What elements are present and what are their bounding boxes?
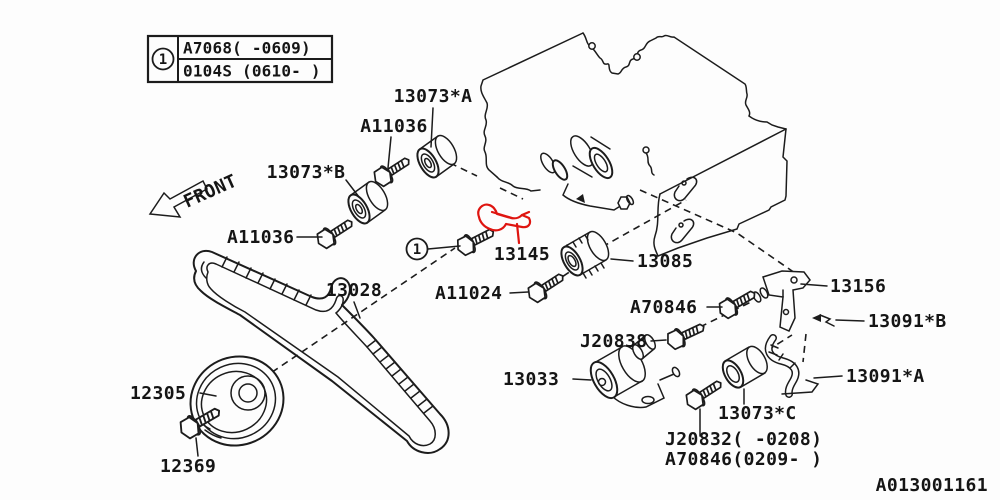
table-marker-circle <box>151 47 175 71</box>
bolt-a11036-left <box>312 213 358 253</box>
part-label-13091a: 13091*A <box>846 366 925 387</box>
crank-pulley-12305 <box>189 355 285 447</box>
stay-rod-13091a <box>764 334 820 398</box>
part-label-a11036-top: A11036 <box>360 116 427 137</box>
bracket-13156 <box>752 270 811 332</box>
highlighted-part-13145 <box>477 203 532 245</box>
table-row-1: A7068( -0609) <box>183 39 311 58</box>
roller-13085 <box>560 230 610 279</box>
clip-13091b <box>812 314 835 327</box>
callout-1-marker: 1 <box>405 237 461 261</box>
alignment-dashed-lines <box>261 162 807 380</box>
roller-13073c <box>721 345 768 389</box>
callout-1-number: 1 <box>413 242 421 258</box>
part-label-13091b: 13091*B <box>868 311 947 332</box>
part-label-a70846-late: A70846(0209- ) <box>665 449 822 470</box>
part-labels: 13073*A A11036 13073*B A11036 13145 1308… <box>130 86 947 477</box>
camshaft-assembly-sketch <box>540 135 655 211</box>
tensioner-13033 <box>589 334 681 409</box>
front-direction-arrow: FRONT <box>148 171 240 218</box>
part-label-13073b: 13073*B <box>267 162 346 183</box>
part-label-13156: 13156 <box>830 276 886 297</box>
part-label-13033: 13033 <box>503 369 559 390</box>
part-label-j20838: J20838 <box>580 331 647 352</box>
bolt-a11024 <box>523 267 569 307</box>
part-label-13145: 13145 <box>494 244 550 265</box>
revision-table: 1 A7068( -0609) 0104S (0610- ) <box>146 34 334 84</box>
idler-pulley-13073a <box>416 134 458 179</box>
bolt-j20838 <box>663 316 709 353</box>
part-label-13028: 13028 <box>326 280 382 301</box>
part-label-12369: 12369 <box>160 456 216 477</box>
part-label-a11036-left: A11036 <box>227 227 294 248</box>
drawing-number: A013001161 <box>876 475 988 496</box>
front-label: FRONT <box>180 171 240 213</box>
part-label-a70846: A70846 <box>630 297 697 318</box>
timing-belt-13028 <box>192 249 450 454</box>
table-marker-number: 1 <box>159 52 167 68</box>
part-label-j20832: J20832( -0208) <box>665 429 822 450</box>
engine-block-outline <box>480 32 788 257</box>
part-label-13073c: 13073*C <box>718 403 797 424</box>
belt-teeth <box>221 256 434 414</box>
part-label-13085: 13085 <box>637 251 693 272</box>
table-row-2: 0104S (0610- ) <box>183 62 321 81</box>
part-label-12305: 12305 <box>130 383 186 404</box>
idler-pulley-13073b <box>347 180 389 225</box>
part-label-a11024: A11024 <box>435 283 502 304</box>
part-label-13073a: 13073*A <box>394 86 473 107</box>
